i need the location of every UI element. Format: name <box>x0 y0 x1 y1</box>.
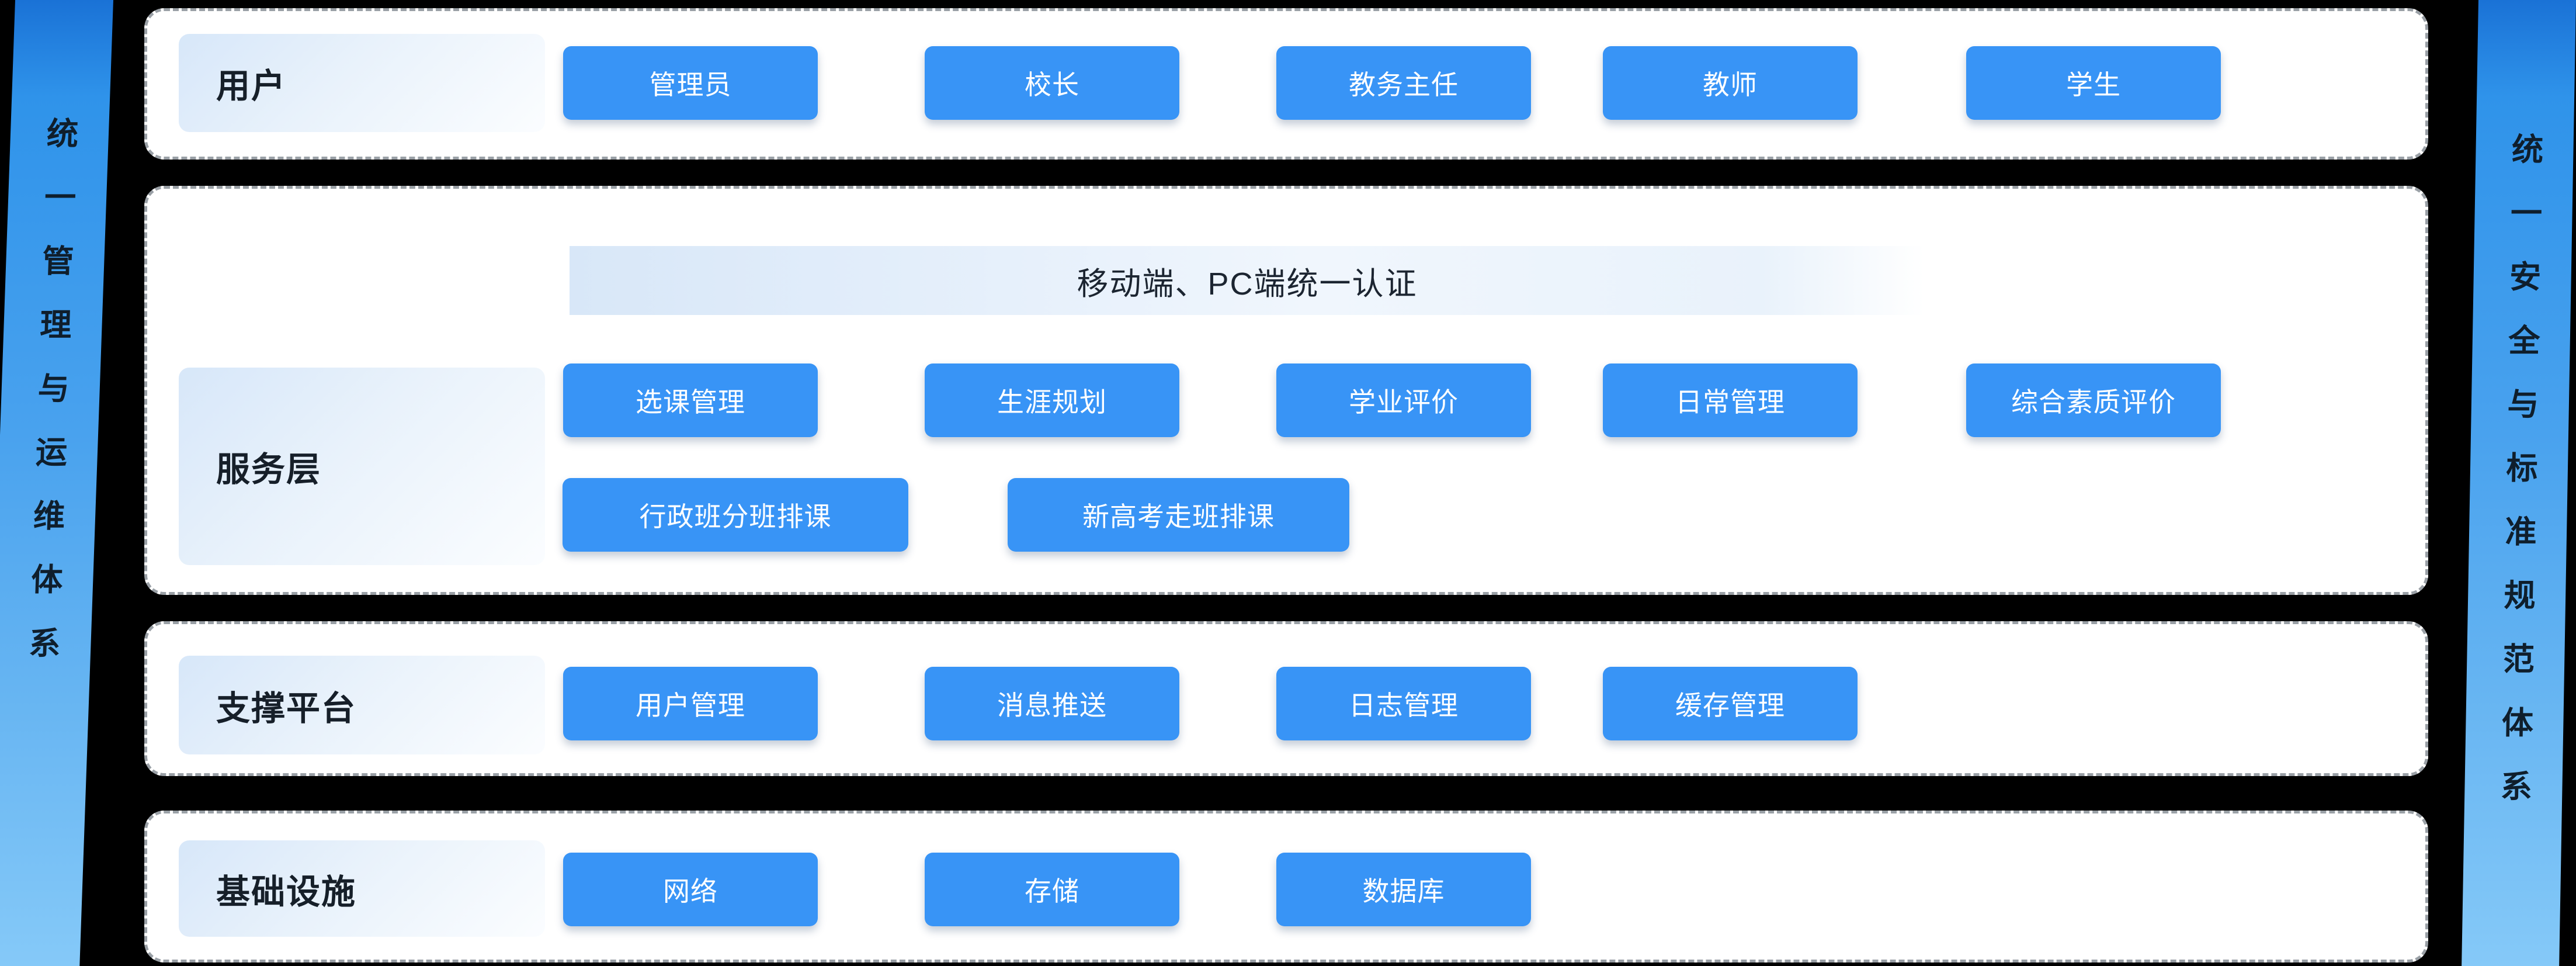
button-cache-management[interactable]: 缓存管理 <box>1603 667 1858 740</box>
button-log-management[interactable]: 日志管理 <box>1276 667 1531 740</box>
right-banner-text: 统一安全与标准规范体系 <box>2495 133 2543 833</box>
panel-users: 用户 管理员 校长 教务主任 教师 学生 <box>144 8 2428 160</box>
section-label-infra-text: 基础设施 <box>216 872 357 911</box>
button-gaokao-class-scheduling[interactable]: 新高考走班排课 <box>1008 478 1349 552</box>
section-label-infra: 基础设施 <box>179 840 545 937</box>
button-teacher[interactable]: 教师 <box>1603 46 1858 120</box>
button-comprehensive-quality-evaluation[interactable]: 综合素质评价 <box>1966 363 2221 437</box>
button-user-management[interactable]: 用户管理 <box>563 667 818 740</box>
button-network[interactable]: 网络 <box>563 853 818 926</box>
button-principal[interactable]: 校长 <box>925 46 1179 120</box>
section-label-users-text: 用户 <box>216 67 287 105</box>
left-banner-text: 统一管理与运维体系 <box>22 117 78 690</box>
panel-service-layer: 移动端、PC端统一认证 服务层 选课管理 生涯规划 学业评价 日常管理 综合素质… <box>144 186 2428 595</box>
unified-auth-banner: 移动端、PC端统一认证 <box>570 246 1925 315</box>
section-label-service-text: 服务层 <box>216 451 322 489</box>
button-academic-evaluation[interactable]: 学业评价 <box>1276 363 1531 437</box>
section-label-support-text: 支撑平台 <box>216 689 357 728</box>
panel-support-platform: 支撑平台 用户管理 消息推送 日志管理 缓存管理 <box>144 621 2428 776</box>
button-career-planning[interactable]: 生涯规划 <box>925 363 1179 437</box>
button-daily-management[interactable]: 日常管理 <box>1603 363 1858 437</box>
button-admin[interactable]: 管理员 <box>563 46 818 120</box>
button-admin-class-scheduling[interactable]: 行政班分班排课 <box>563 478 908 552</box>
button-database[interactable]: 数据库 <box>1276 853 1531 926</box>
section-label-users: 用户 <box>179 34 545 132</box>
panel-infrastructure: 基础设施 网络 存储 数据库 <box>144 811 2428 962</box>
right-banner: 统一安全与标准规范体系 <box>2462 0 2576 966</box>
left-banner: 统一管理与运维体系 <box>0 0 113 966</box>
button-storage[interactable]: 存储 <box>925 853 1179 926</box>
unified-auth-banner-text: 移动端、PC端统一认证 <box>1077 266 1418 302</box>
section-label-support: 支撑平台 <box>179 656 545 754</box>
section-label-service: 服务层 <box>179 368 545 565</box>
button-course-selection[interactable]: 选课管理 <box>563 363 818 437</box>
button-message-push[interactable]: 消息推送 <box>925 667 1179 740</box>
button-student[interactable]: 学生 <box>1966 46 2221 120</box>
button-academic-director[interactable]: 教务主任 <box>1276 46 1531 120</box>
